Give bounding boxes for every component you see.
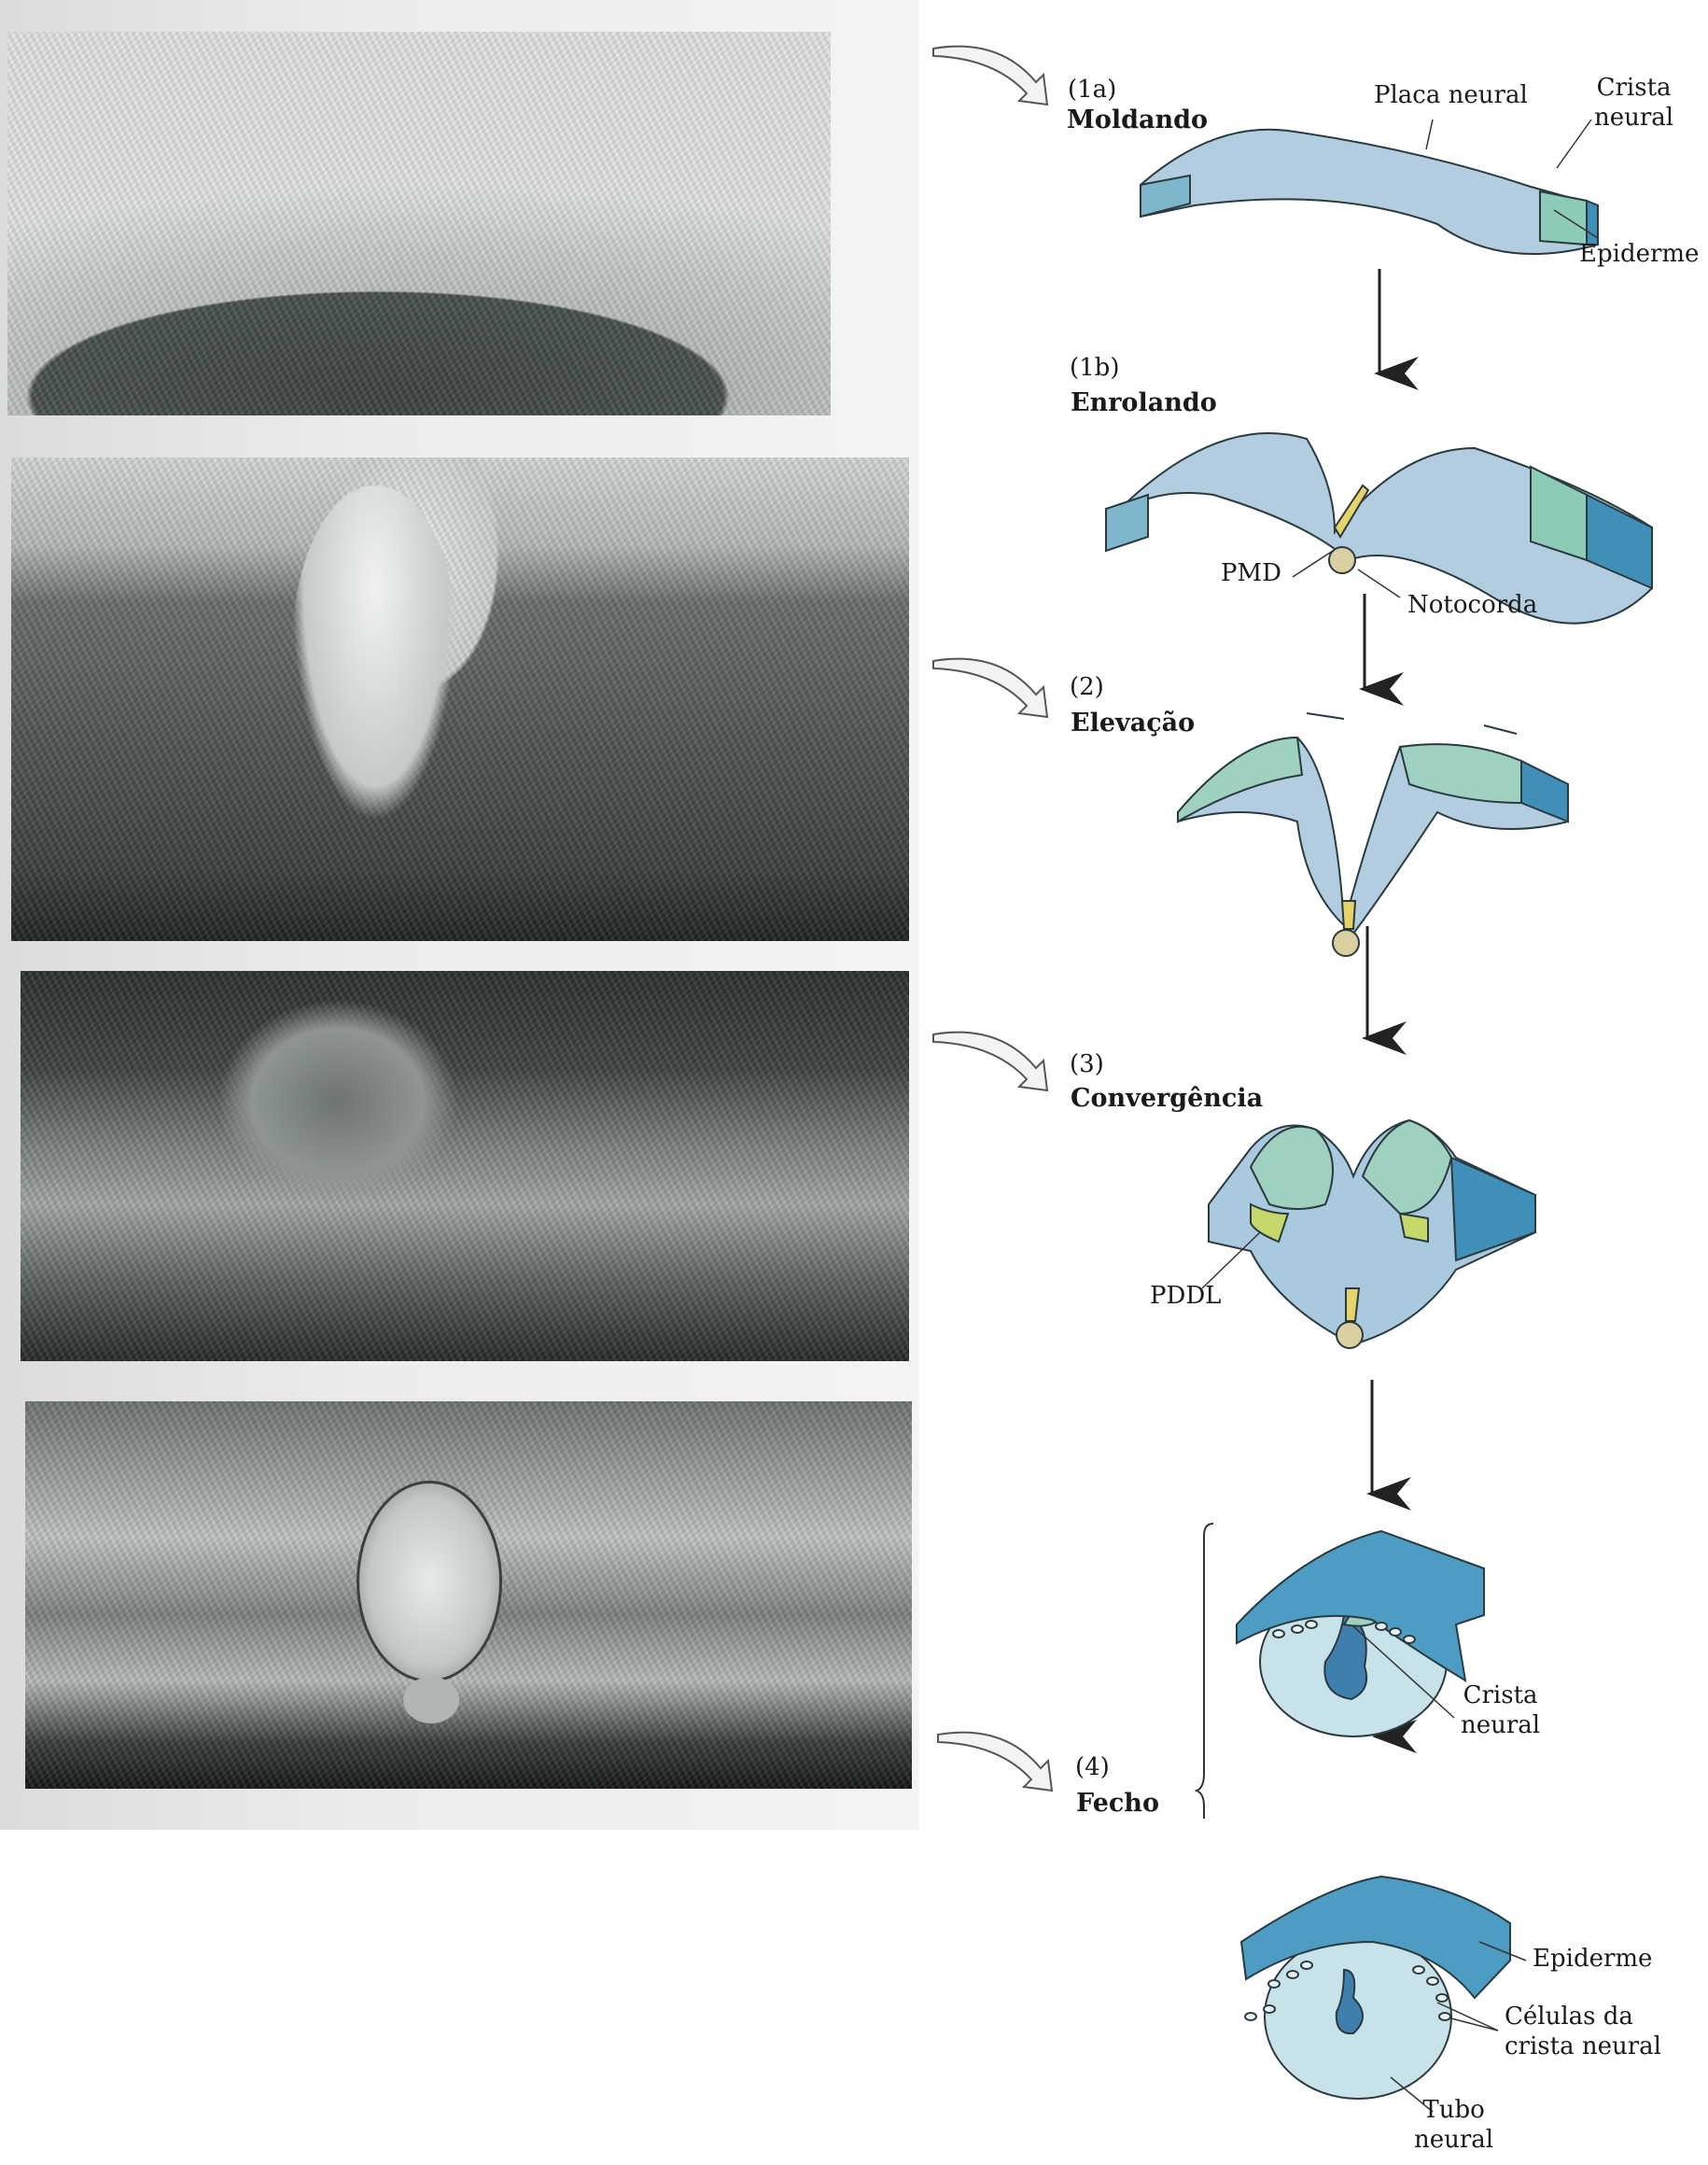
label-pddl: PDDL — [1150, 1282, 1222, 1310]
sem-photo-convergence — [21, 971, 909, 1361]
label-line: Crista — [1463, 1681, 1538, 1709]
stage-2-number: (2) — [1070, 673, 1104, 701]
label-line: neural — [1594, 104, 1674, 132]
stage-4-brace — [1194, 1523, 1214, 1819]
stage-3-number: (3) — [1070, 1050, 1104, 1078]
label-line: Crista — [1596, 74, 1672, 102]
sem-photo-closure — [25, 1401, 912, 1789]
label-epiderme-bottom: Epiderme — [1533, 1945, 1653, 1973]
stage-4-tube-forming — [1236, 1529, 1485, 1737]
label-notocorda: Notocorda — [1407, 591, 1538, 619]
neural-crest-cells — [1272, 1620, 1416, 1644]
stage-4-neural-tube — [1239, 1875, 1511, 2100]
label-pmd: PMD — [1221, 559, 1281, 587]
label-line: Células da — [1505, 2003, 1633, 2031]
stage-4-number: (4) — [1075, 1753, 1110, 1781]
label-line: Tubo — [1422, 2096, 1485, 2124]
curved-arrow-icon — [932, 45, 1049, 106]
curved-arrow-icons — [932, 45, 1054, 1792]
label-placa-neural: Placa neural — [1374, 81, 1528, 109]
sem-photo-shaping — [7, 32, 831, 415]
stage-1a-number: (1a) — [1068, 76, 1117, 104]
stage-1b-number: (1b) — [1070, 354, 1120, 382]
label-line: crista neural — [1505, 2032, 1661, 2060]
stage-3-plate — [1208, 1118, 1536, 1349]
stage-3-title: Convergência — [1071, 1084, 1264, 1113]
curved-arrow-icon — [937, 1731, 1054, 1792]
neural-crest-cells — [1244, 1961, 1451, 2021]
curved-arrow-icon — [932, 657, 1049, 719]
stage-1b-plate — [1105, 432, 1653, 625]
label-epiderme-top: Epiderme — [1579, 240, 1700, 268]
stage-4-title: Fecho — [1076, 1789, 1159, 1818]
sem-photo-bending — [11, 457, 909, 941]
label-line: neural — [1414, 2126, 1494, 2154]
leader-lines — [1201, 119, 1599, 2113]
stage-1a-title: Moldando — [1067, 105, 1209, 134]
curved-arrow-icon — [932, 1031, 1049, 1092]
stage-2-title: Elevação — [1071, 709, 1196, 738]
stage-1b-title: Enrolando — [1071, 388, 1217, 417]
stage-2-plate — [1177, 712, 1569, 957]
label-line: neural — [1461, 1711, 1541, 1739]
stage-1a-plate — [1140, 128, 1599, 256]
